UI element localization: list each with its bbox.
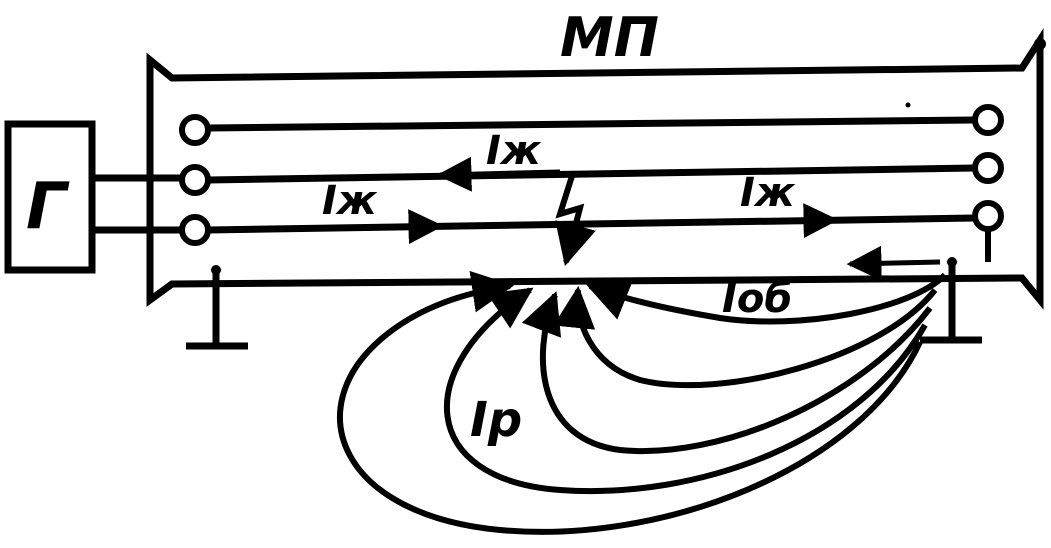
current-label-core-left-lower: Iж xyxy=(322,178,378,224)
arrow-core2-left xyxy=(436,156,561,192)
current-label-core-right: Iж xyxy=(740,170,796,216)
terminal-left-1 xyxy=(179,114,211,146)
sheath-end-dot xyxy=(1034,38,1046,50)
terminal-right-1 xyxy=(972,104,1004,136)
cable-label: МП xyxy=(560,6,659,69)
terminal-right-3 xyxy=(972,200,1004,232)
arrow-sheath-return xyxy=(846,245,941,281)
ground-path-4 xyxy=(443,287,928,495)
ground-path-2 xyxy=(553,285,938,389)
cable-sheath xyxy=(146,28,1044,310)
arrow-core3-left xyxy=(339,209,444,245)
terminal-left-3 xyxy=(179,214,211,246)
ground-current-paths xyxy=(337,270,948,535)
arrow-core3-right xyxy=(729,203,839,239)
terminal-left-2 xyxy=(179,164,211,196)
fault-zigzag xyxy=(555,175,596,267)
current-label-core-left-upper: Iж xyxy=(486,128,542,174)
sheath-speck xyxy=(905,102,911,108)
core-1 xyxy=(207,116,975,132)
ground-path-3 xyxy=(521,291,933,454)
generator-box xyxy=(4,120,96,274)
terminal-right-2 xyxy=(972,152,1004,184)
current-label-sheath-return: Iоб xyxy=(722,276,792,322)
ground-path-1 xyxy=(586,272,948,325)
ground-path-5 xyxy=(337,270,923,535)
current-label-ground-spread: Ip xyxy=(470,392,522,448)
core-2 xyxy=(207,164,975,184)
generator-label: Г xyxy=(26,170,70,244)
